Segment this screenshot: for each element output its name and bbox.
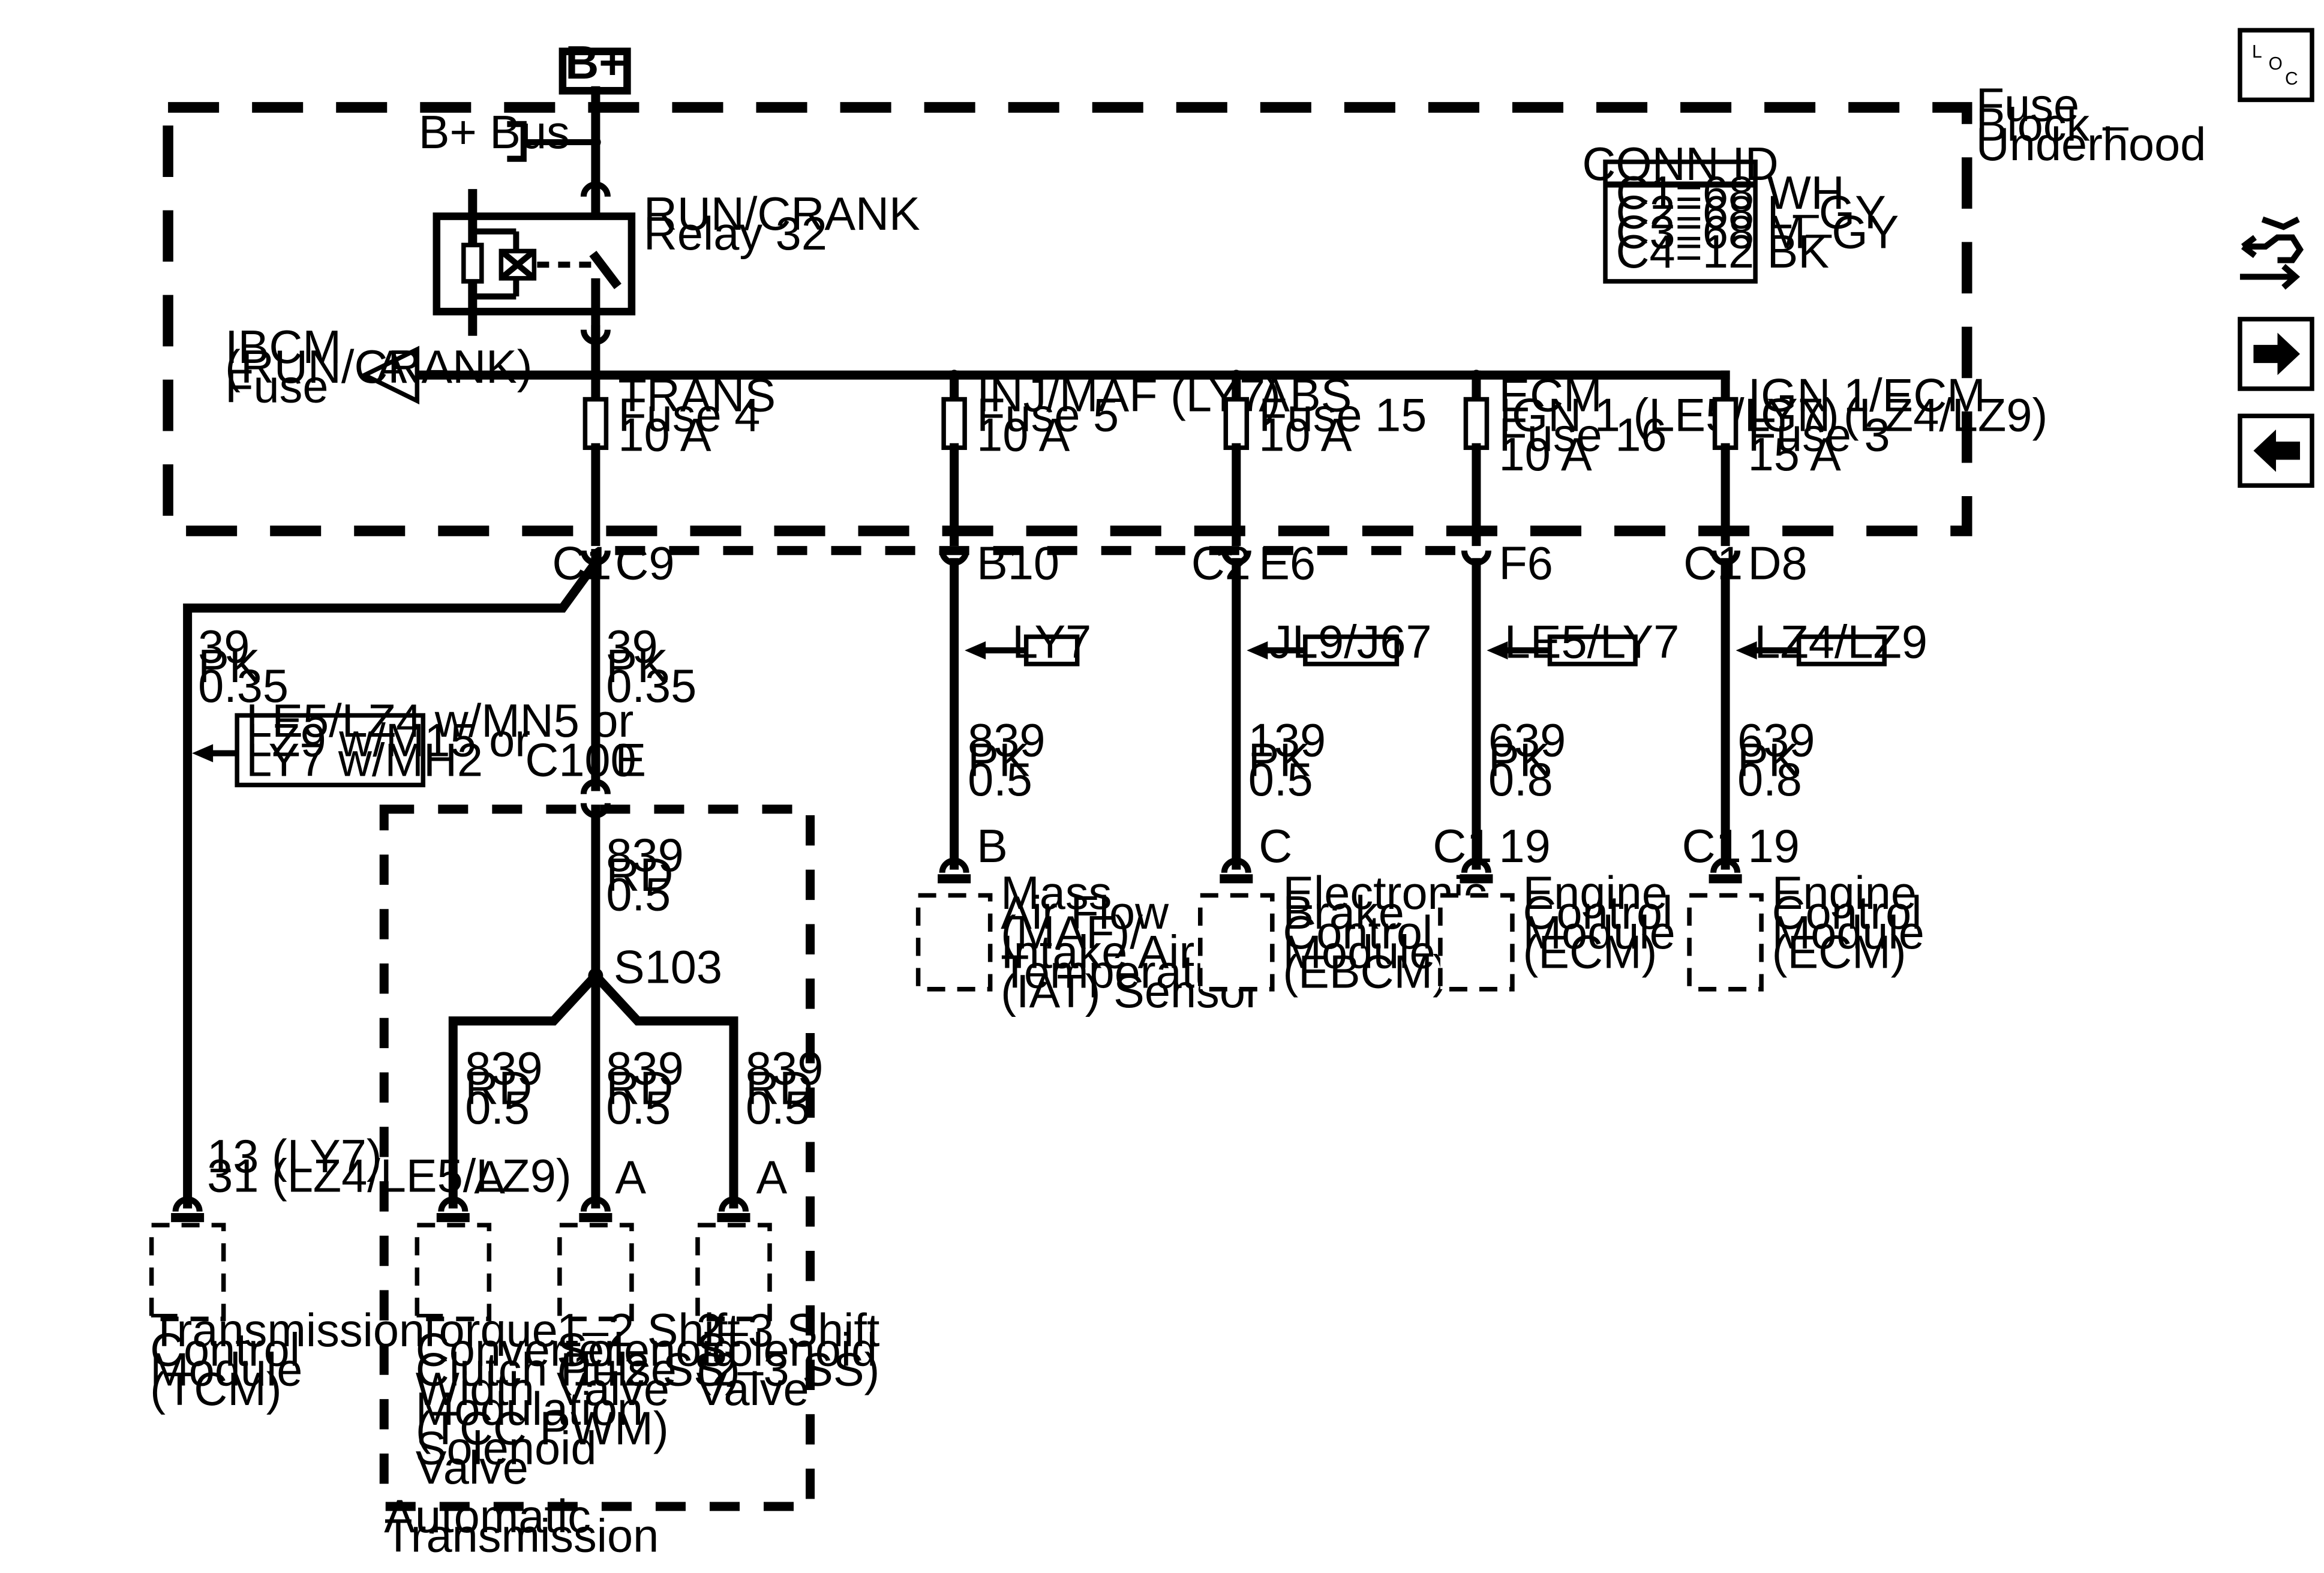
svg-text:C9: C9 xyxy=(615,538,674,589)
svg-text:C1: C1 xyxy=(1683,538,1743,589)
svg-text:C: C xyxy=(1259,821,1292,872)
fuse-block-outline xyxy=(163,102,1972,536)
svg-text:S103: S103 xyxy=(614,941,722,993)
relay-label: RUN/CRANKRelay 32 xyxy=(644,188,920,260)
svg-text:A: A xyxy=(615,1152,646,1203)
tcm-circuit: 39PK0.35 LE5/LZ4 w/MN5 orLZ9 w/M15 orLY7… xyxy=(149,549,633,1416)
maf-label: MassAir Flow(MAF)/Intake AirTemperature(… xyxy=(1001,867,1262,1017)
ecm-b-circuit: LZ4/LZ9 639PK0.8 C1 19 EngineControlModu… xyxy=(1682,558,1927,992)
svg-text:639PK0.8: 639PK0.8 xyxy=(1737,715,1815,806)
tcc-label: TorqueConverterClutch PulseWidthModulati… xyxy=(416,1305,677,1494)
ecm-a-circuit: LE5/LY7 639PK0.8 C1 19 EngineControlModu… xyxy=(1433,558,1680,992)
forward-arrow-icon[interactable] xyxy=(2238,317,2314,391)
battery-positive-label: B+ xyxy=(565,37,626,89)
fuse-ign1-ecm: IGN 1/ECMIGN (LZ4/LZ9)Fuse 315 A xyxy=(1712,370,2048,547)
svg-text:TRANSFuse 410 A: TRANSFuse 410 A xyxy=(618,370,776,461)
svg-text:19: 19 xyxy=(1748,821,1800,872)
svg-text:L: L xyxy=(2252,42,2262,62)
fuse-ecm-ign1: ECMIGN 1 (LE5/LY7)Fuse 1610 A xyxy=(1463,370,1839,547)
svg-text:C100: C100 xyxy=(525,734,636,786)
svg-text:B: B xyxy=(977,821,1008,872)
fuse-trans: TRANSFuse 410 A xyxy=(582,370,776,547)
svg-text:F6: F6 xyxy=(1499,538,1553,589)
ibcm-marker: A xyxy=(376,341,407,393)
fuse-inj-maf: INJ/MAF (LY7)Fuse 510 A xyxy=(941,370,1281,547)
ecm-a-label: EngineControlModule(ECM) xyxy=(1523,867,1675,978)
svg-text:139PK0.5: 139PK0.5 xyxy=(1248,715,1326,806)
svg-text:A: A xyxy=(474,1152,505,1203)
svg-text:LE5/LZ4 w/MN5 orLZ9 w/M15 orLY: LE5/LZ4 w/MN5 orLZ9 w/M15 orLY7 w/MH2 xyxy=(246,695,633,786)
conn-id-title: CONN ID xyxy=(1582,139,1778,190)
svg-text:39PK0.35: 39PK0.35 xyxy=(606,621,696,712)
svg-text:839RD0.5: 839RD0.5 xyxy=(465,1043,542,1134)
svg-text:O: O xyxy=(2268,54,2282,74)
maf-circuit: LY7 839PK0.5 B MassAir Flow(MAF)/Intake … xyxy=(915,558,1262,1017)
ibcm-label: IBCM(RUN/CRANK)Fuse xyxy=(225,322,532,413)
svg-text:ABSFuse 1510 A: ABSFuse 1510 A xyxy=(1259,370,1427,461)
loc-button[interactable]: L O C xyxy=(2238,28,2314,103)
svg-text:JL9/J67: JL9/J67 xyxy=(1269,616,1431,668)
harness-routing-icon[interactable] xyxy=(2239,216,2304,290)
battery-positive-box xyxy=(559,47,631,95)
conn-id-rows: C1=68 WHC2=68 L–GYC3=68 M–GYC4=12 BK xyxy=(1616,167,1899,278)
svg-text:IGN 1/ECMIGN (LZ4/LZ9)Fuse 315: IGN 1/ECMIGN (LZ4/LZ9)Fuse 315 A xyxy=(1748,370,2048,481)
transmission-circuit: 39PK0.35 C100 E 839RD0.5 S103 839RD0.5 8… xyxy=(379,558,880,1562)
relay-resistor xyxy=(461,242,484,284)
fuse-abs: ABSFuse 1510 A xyxy=(1223,370,1427,547)
svg-text:B10: B10 xyxy=(977,538,1059,589)
svg-text:E: E xyxy=(615,734,646,786)
svg-text:LZ4/LZ9: LZ4/LZ9 xyxy=(1754,616,1927,668)
svg-text:LY7: LY7 xyxy=(1012,616,1091,668)
svg-text:ECMIGN 1 (LE5/LY7)Fuse 1610 A: ECMIGN 1 (LE5/LY7)Fuse 1610 A xyxy=(1499,370,1839,481)
automatic-transmission-outline xyxy=(379,804,815,1511)
svg-text:839RD0.5: 839RD0.5 xyxy=(606,830,683,921)
ebcm-circuit: JL9/J67 139PK0.5 C ElectronicBrakeContro… xyxy=(1198,558,1487,998)
svg-text:LE5/LY7: LE5/LY7 xyxy=(1505,616,1680,668)
svg-text:13 (LY7)31 (LZ4/LE5/LZ9): 13 (LY7)31 (LZ4/LE5/LZ9) xyxy=(207,1131,572,1202)
block-connectors: C1 C9 B10 C2 E6 F6 C1 D8 xyxy=(552,538,1807,589)
svg-text:639PK0.8: 639PK0.8 xyxy=(1488,715,1566,806)
svg-text:E6: E6 xyxy=(1259,538,1316,589)
ss12-label: 1–2 ShiftSolenoid(1–2 SS)Valve xyxy=(557,1305,740,1416)
ecm-b-label: EngineControlModule(ECM) xyxy=(1772,867,1924,978)
svg-text:19: 19 xyxy=(1499,821,1550,872)
svg-text:C2: C2 xyxy=(1191,538,1251,589)
svg-text:839RD0.5: 839RD0.5 xyxy=(746,1043,823,1134)
svg-text:39PK0.35: 39PK0.35 xyxy=(198,621,289,712)
fuse-block-label: FuseBlock –Underhood xyxy=(1976,79,2206,170)
ss23-label: 2–3 ShiftSolenoid(2–3 SS)Valve xyxy=(696,1305,879,1416)
tcm-label: TransmissionControlModule(TCM) xyxy=(150,1305,425,1416)
back-arrow-icon[interactable] xyxy=(2238,413,2314,488)
svg-text:839RD0.5: 839RD0.5 xyxy=(606,1043,683,1134)
bplus-bus-label: B+ Bus xyxy=(419,107,570,158)
svg-text:D8: D8 xyxy=(1748,538,1807,589)
auto-trans-label: AutomaticTransmission xyxy=(384,1491,659,1562)
ibcm-offpage-arrow xyxy=(359,346,420,405)
svg-text:A: A xyxy=(756,1152,787,1203)
svg-text:C: C xyxy=(2285,69,2298,89)
svg-text:839PK0.5: 839PK0.5 xyxy=(968,715,1045,806)
